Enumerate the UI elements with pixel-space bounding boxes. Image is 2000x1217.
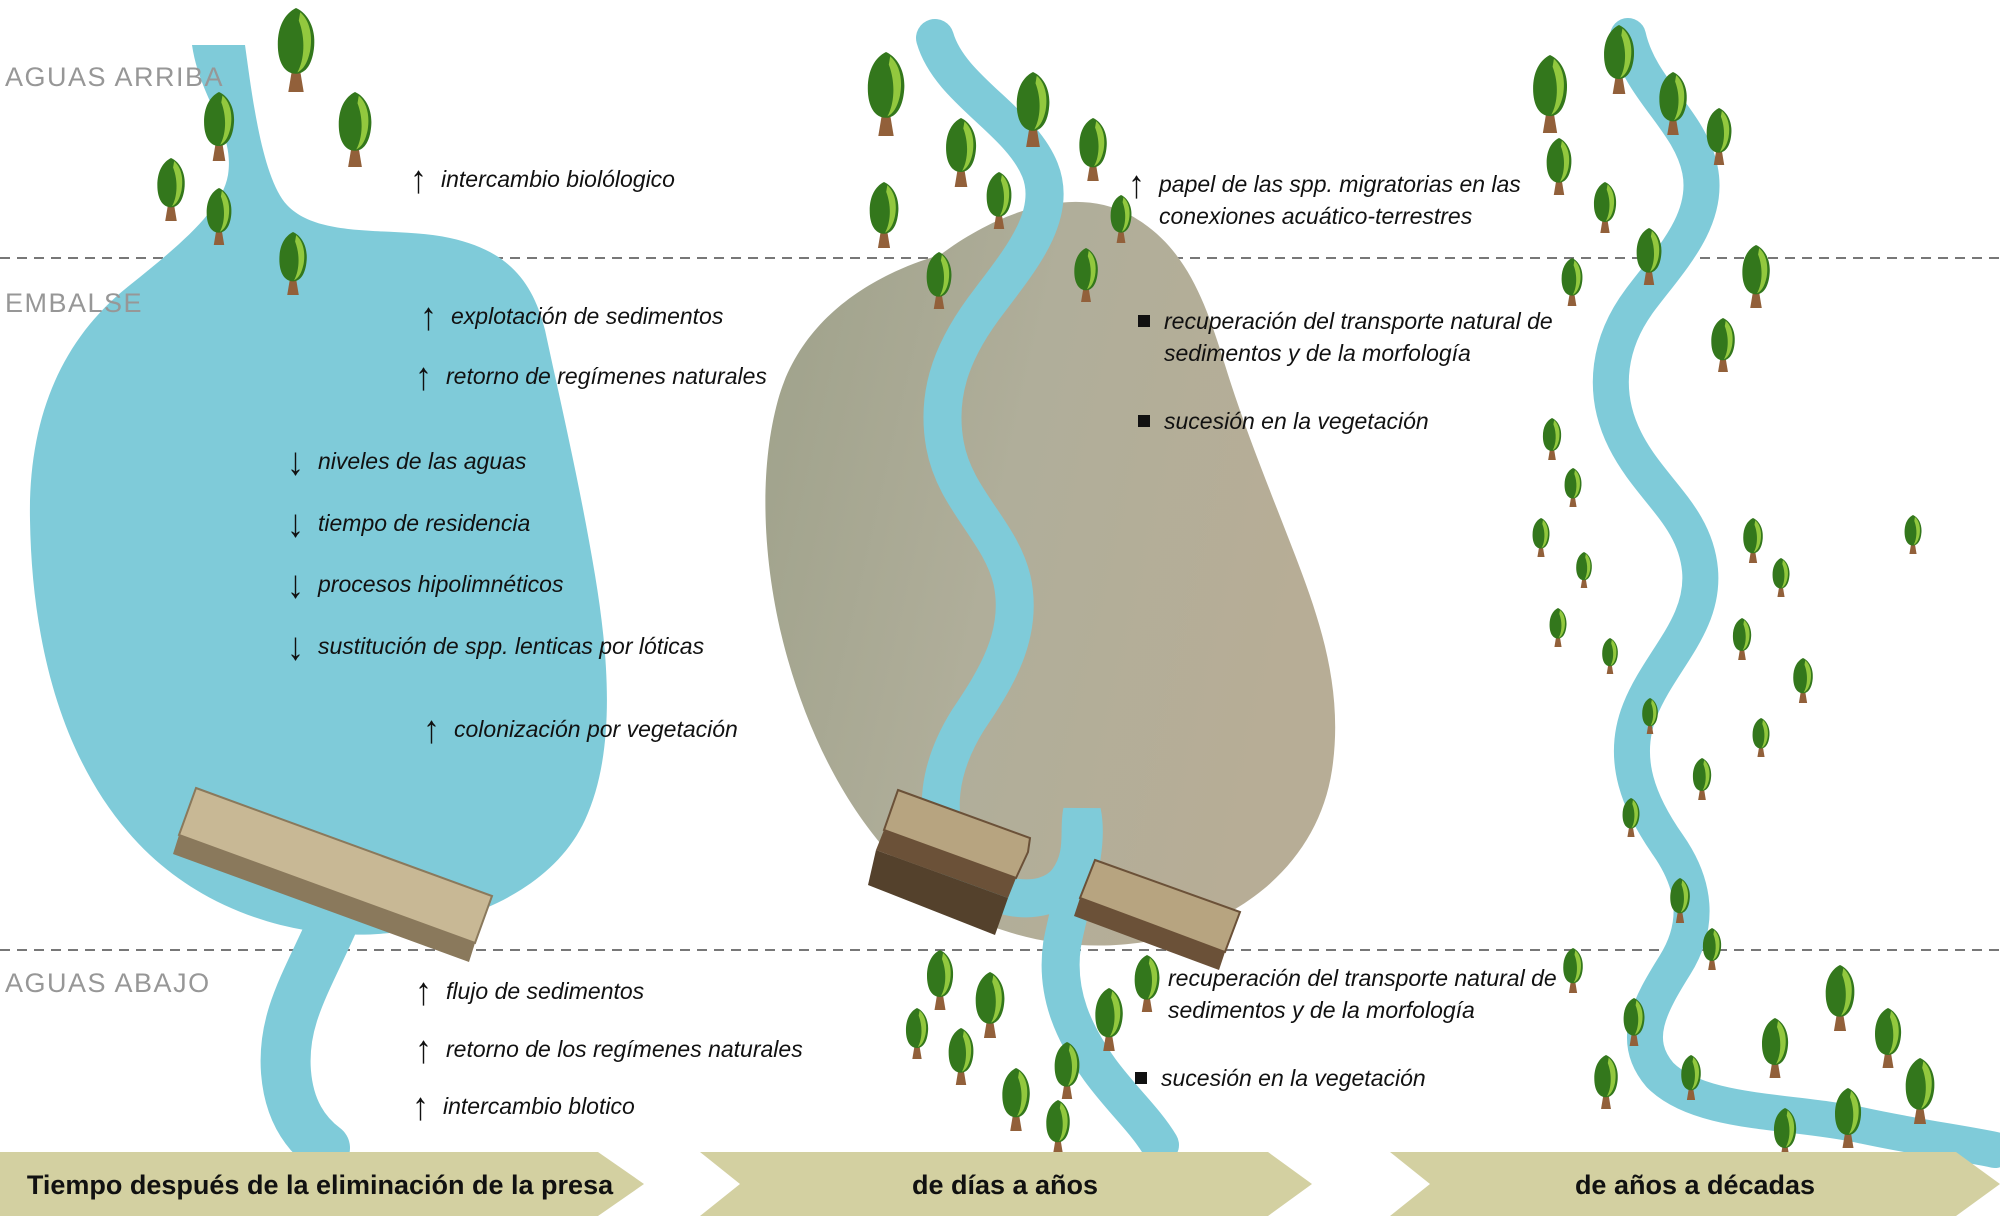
annotation: recuperación del transporte natural de s… bbox=[1138, 305, 1559, 369]
annotation: colonización por vegetación bbox=[423, 713, 738, 747]
annotation-text: explotación de sedimentos bbox=[451, 303, 724, 329]
annotation: flujo de sedimentos bbox=[415, 975, 644, 1009]
up-arrow-icon bbox=[420, 297, 437, 336]
panel2-sediment-group bbox=[765, 19, 1336, 1164]
annotation-text: intercambio blotico bbox=[443, 1093, 635, 1119]
up-arrow-icon bbox=[412, 1087, 429, 1126]
up-arrow-icon bbox=[415, 972, 432, 1011]
annotation-text: niveles de las aguas bbox=[318, 448, 527, 474]
up-arrow-icon bbox=[1128, 165, 1145, 204]
annotation: recuperación del transporte natural de s… bbox=[1168, 962, 1563, 1026]
annotation-text: flujo de sedimentos bbox=[446, 978, 645, 1004]
annotation-text: tiempo de residencia bbox=[318, 510, 531, 536]
up-arrow-icon bbox=[415, 357, 432, 396]
river-middle bbox=[916, 19, 1179, 1164]
annotation-text: sucesión en la vegetación bbox=[1164, 408, 1429, 434]
dam bbox=[173, 786, 494, 962]
annotation-text: colonización por vegetación bbox=[454, 716, 738, 742]
annotation-text: retorno de regímenes naturales bbox=[446, 363, 767, 389]
timeline-step-1-label: Tiempo después de la eliminación de la p… bbox=[26, 1170, 614, 1200]
annotation: sustitución de spp. lenticas por lóticas bbox=[287, 630, 704, 664]
down-arrow-icon bbox=[287, 627, 304, 666]
timeline-arrow-3 bbox=[1390, 1152, 2000, 1216]
annotation: retorno de regímenes naturales bbox=[415, 360, 767, 394]
square-bullet-icon bbox=[1138, 415, 1150, 427]
river-right bbox=[1592, 18, 2000, 1168]
timeline-step-2-label: de días a años bbox=[911, 1170, 1099, 1200]
up-arrow-icon bbox=[410, 160, 427, 199]
down-arrow-icon bbox=[287, 442, 304, 481]
annotation-text: recuperación del transporte natural de s… bbox=[1164, 308, 1553, 367]
section-label-downstream: AGUAS ABAJO bbox=[5, 968, 211, 998]
up-arrow-icon bbox=[423, 710, 440, 749]
down-arrow-icon bbox=[287, 565, 304, 604]
annotation-text: retorno de los regímenes naturales bbox=[446, 1036, 803, 1062]
reservoir-blob bbox=[29, 45, 607, 935]
panel1-reservoir-group bbox=[29, 45, 607, 1173]
annotation: procesos hipolimnéticos bbox=[287, 568, 563, 602]
timeline-arrow-1 bbox=[0, 1152, 644, 1216]
timeline-arrows bbox=[0, 1152, 2000, 1216]
section-label-reservoir: EMBALSE bbox=[5, 288, 144, 318]
sediment-deposit bbox=[765, 201, 1336, 946]
annotation-text: intercambio biolólogico bbox=[441, 166, 675, 192]
section-label-upstream: AGUAS ARRIBA bbox=[5, 62, 225, 92]
broken-dam bbox=[868, 788, 1242, 970]
annotation: explotación de sedimentos bbox=[420, 300, 723, 334]
square-bullet-icon bbox=[1138, 315, 1150, 327]
annotation: niveles de las aguas bbox=[287, 445, 526, 479]
annotation: papel de las spp. migratorias en las con… bbox=[1128, 168, 1554, 232]
annotation: intercambio biolólogico bbox=[410, 163, 675, 197]
annotation-text: sucesión en la vegetación bbox=[1161, 1065, 1426, 1091]
timeline-arrow-2 bbox=[700, 1152, 1312, 1216]
annotation-text: sustitución de spp. lenticas por lóticas bbox=[318, 633, 705, 659]
annotation: sucesión en la vegetación bbox=[1135, 1062, 1426, 1094]
down-arrow-icon bbox=[287, 504, 304, 543]
annotation-text: papel de las spp. migratorias en las con… bbox=[1159, 171, 1521, 230]
outlet-stream bbox=[260, 900, 357, 1173]
annotation: retorno de los regímenes naturales bbox=[415, 1033, 803, 1067]
annotation-text: recuperación del transporte natural de s… bbox=[1168, 965, 1557, 1024]
annotation: intercambio blotico bbox=[412, 1090, 635, 1124]
up-arrow-icon bbox=[415, 1030, 432, 1069]
annotation-text: procesos hipolimnéticos bbox=[318, 571, 564, 597]
square-bullet-icon bbox=[1135, 1072, 1147, 1084]
timeline-step-3-label: de años a décadas bbox=[1574, 1170, 1816, 1200]
annotation: tiempo de residencia bbox=[287, 507, 530, 541]
annotation: sucesión en la vegetación bbox=[1138, 405, 1429, 437]
